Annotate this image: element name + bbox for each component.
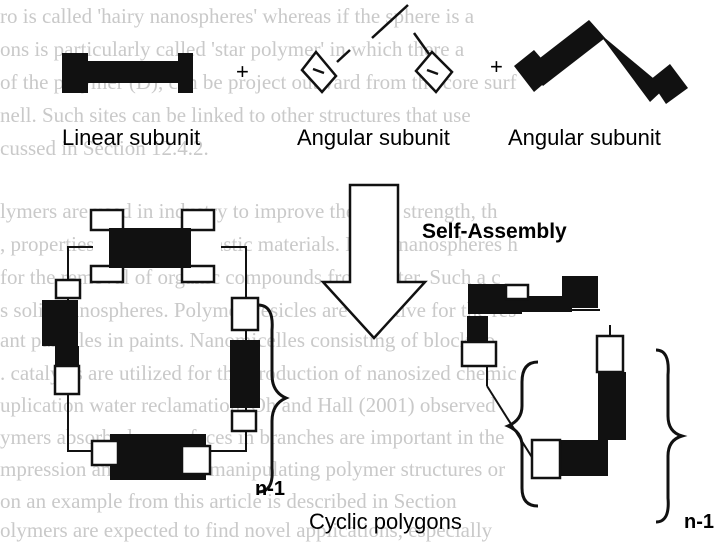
plus-sign: + (490, 54, 503, 79)
brace-right-outer-icon (655, 348, 688, 524)
cyclic-square-polygon (42, 208, 260, 480)
background-text-line: lymers are used in industry to improve t… (0, 199, 498, 223)
plus-sign: + (236, 59, 249, 84)
background-text-line: mpression and a tool for manipulating po… (0, 457, 506, 481)
linear-subunit-label: Linear subunit (62, 125, 201, 150)
background-text-line: , properties of polymer plastic material… (0, 232, 518, 256)
background-text-line: nell. Such sites can be linked to other … (0, 103, 471, 127)
background-text-line: cussed in Section 12.4.2. (0, 136, 209, 160)
brace-right-icon (504, 360, 539, 508)
self-assembly-arrow (320, 183, 428, 340)
n-minus-1-right-label: n-1 (684, 511, 714, 533)
self-assembly-label: Self-Assembly (422, 220, 567, 243)
cyclic-polygons-caption: Cyclic polygons (309, 509, 462, 534)
n-minus-1-left-label: n-1 (255, 478, 285, 500)
background-text-line: on an example from this article is descr… (0, 489, 457, 513)
cyclic-triangle-polygon (460, 276, 626, 480)
angular-subunit-filled-shape (514, 20, 688, 104)
angular-subunit-label: Angular subunit (297, 125, 450, 150)
angular-subunit-outline-shape (300, 4, 454, 94)
angular-subunit-label: Angular subunit (508, 125, 661, 150)
linear-subunit-shape (62, 53, 193, 93)
brace-left-icon (257, 303, 290, 494)
